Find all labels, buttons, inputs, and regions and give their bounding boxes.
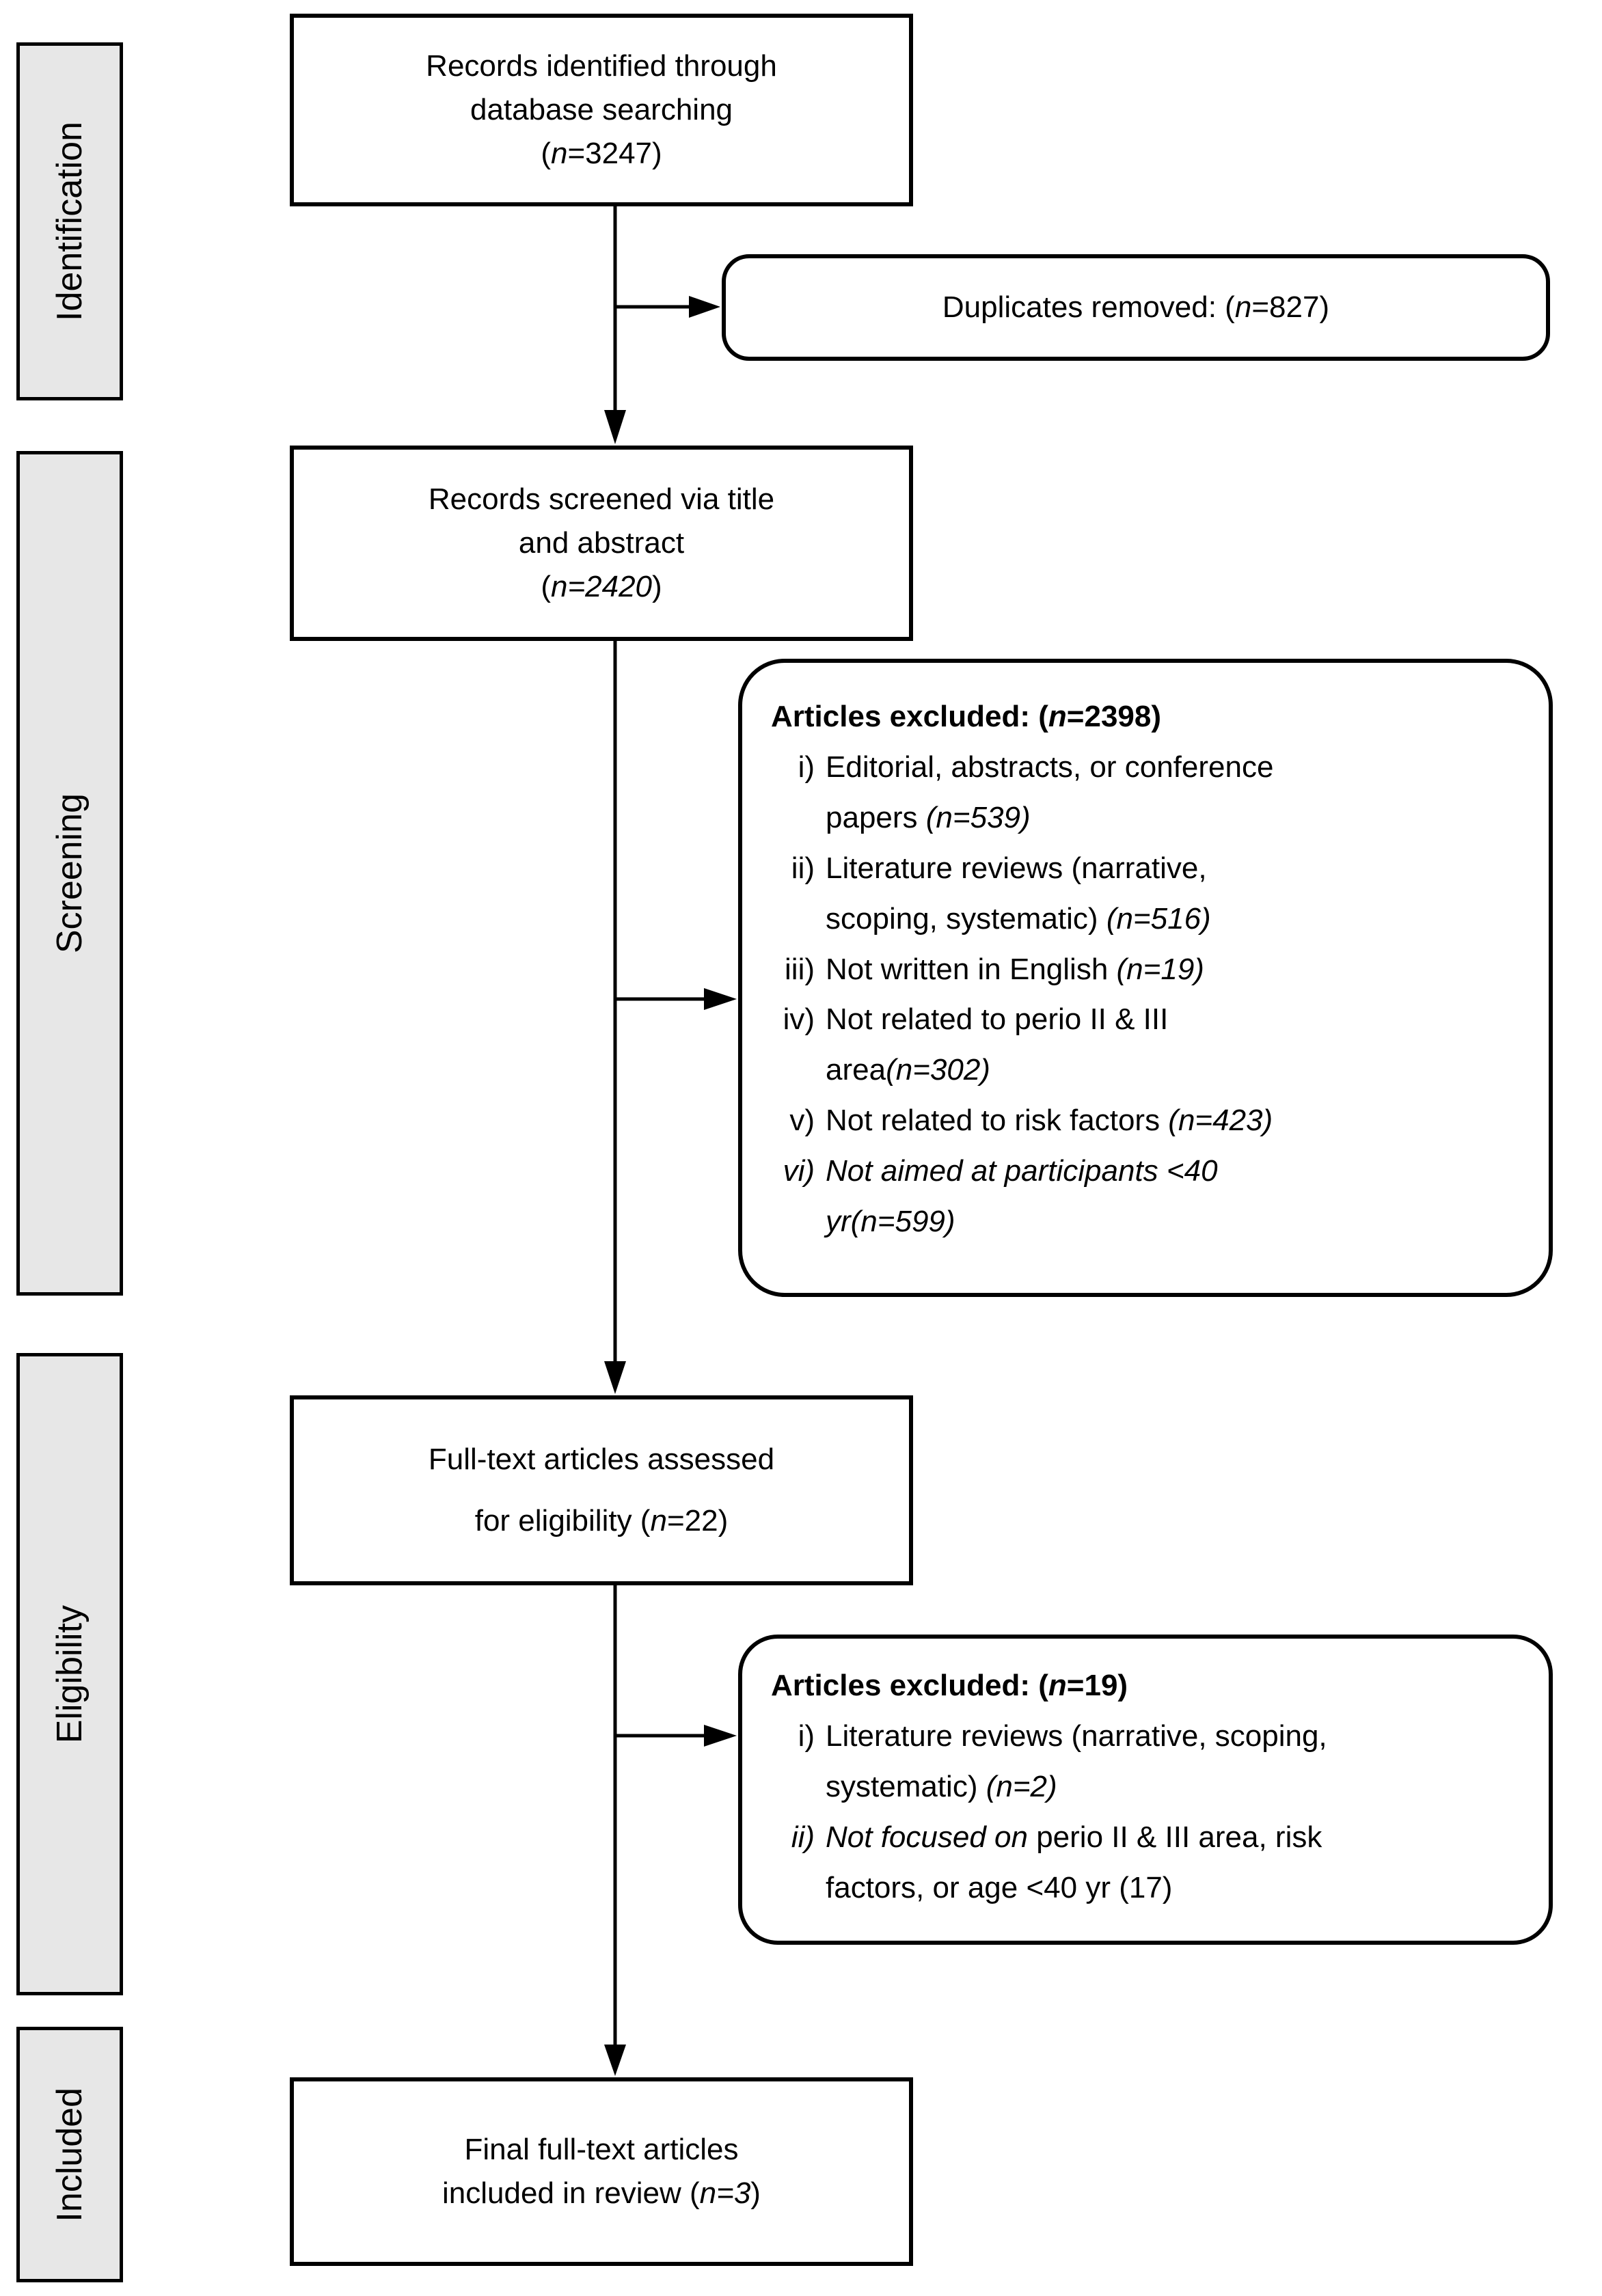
item-marker: iv): [783, 1002, 815, 1037]
excluded-eligibility-heading: Articles excluded: (n=19): [771, 1669, 1128, 1702]
item-marker: i): [798, 1719, 815, 1753]
item-text: Literature reviews (narrative, scoping,s…: [826, 1719, 1327, 1803]
box-articles-excluded-screening: Articles excluded: (n=2398) i) Editorial…: [738, 659, 1553, 1297]
stage-label-text: Identification: [50, 122, 90, 321]
item-marker: iii): [785, 952, 815, 986]
excluded-eligibility-item-1: i) Literature reviews (narrative, scopin…: [771, 1711, 1523, 1812]
stage-label-text: Included: [50, 2087, 90, 2222]
arrowhead-into-fulltext: [604, 1361, 626, 1394]
item-text: Literature reviews (narrative,scoping, s…: [826, 851, 1211, 935]
item-text: Not written in English (n=19): [826, 952, 1204, 986]
arrowhead-into-records-screened: [604, 410, 626, 444]
item-text: Not focused on perio II & III area, risk…: [826, 1820, 1322, 1904]
item-marker: i): [798, 750, 815, 784]
item-text: Not related to risk factors (n=423): [826, 1104, 1273, 1138]
box-duplicates-removed: Duplicates removed: (n=827): [722, 254, 1550, 361]
arrowhead-into-excluded-eligibility: [704, 1725, 737, 1747]
stage-label-screening: Screening: [16, 451, 123, 1296]
item-marker: ii): [791, 851, 815, 885]
stage-label-included: Included: [16, 2027, 123, 2282]
excluded-eligibility-item-2: ii) Not focused on perio II & III area, …: [771, 1812, 1523, 1913]
item-marker: vi): [783, 1154, 815, 1188]
stage-label-identification: Identification: [16, 42, 123, 400]
arrowhead-into-final: [604, 2045, 626, 2076]
item-marker: v): [789, 1104, 815, 1138]
excluded-screening-item-3: iii) Not written in English (n=19): [771, 944, 1523, 995]
excluded-screening-heading: Articles excluded: (n=2398): [771, 700, 1162, 733]
box-duplicates-removed-text: Duplicates removed: (n=827): [942, 290, 1330, 324]
arrowhead-into-duplicates: [689, 296, 720, 318]
arrowhead-into-excluded-screening: [704, 988, 737, 1010]
excluded-screening-item-5: v) Not related to risk factors (n=423): [771, 1095, 1523, 1146]
stage-label-text: Eligibility: [50, 1604, 90, 1744]
box-articles-excluded-eligibility: Articles excluded: (n=19) i) Literature …: [738, 1635, 1553, 1945]
item-marker: ii): [791, 1820, 815, 1854]
stage-label-eligibility: Eligibility: [16, 1353, 123, 1995]
excluded-screening-item-2: ii) Literature reviews (narrative,scopin…: [771, 843, 1523, 944]
stage-label-text: Screening: [50, 793, 90, 954]
